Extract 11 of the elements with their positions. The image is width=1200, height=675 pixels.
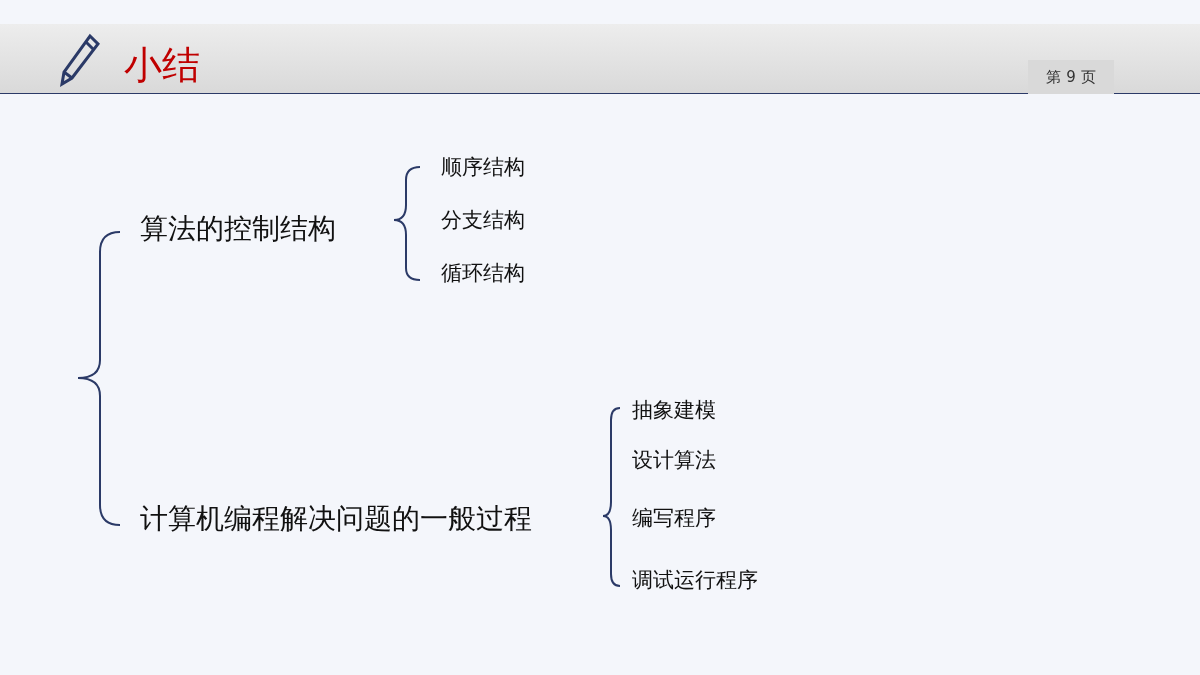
topic-heading: 算法的控制结构 bbox=[140, 211, 336, 247]
subtopic-text: 顺序结构 bbox=[441, 154, 525, 181]
subtopic-text: 调试运行程序 bbox=[632, 567, 758, 594]
slide-title: 小结 bbox=[124, 42, 200, 89]
subtopic-text: 分支结构 bbox=[441, 207, 525, 234]
topic-heading: 计算机编程解决问题的一般过程 bbox=[140, 501, 532, 537]
subtopic-text: 抽象建模 bbox=[632, 397, 716, 424]
subtopic-text: 循环结构 bbox=[441, 260, 525, 287]
page-number: 第 9 页 bbox=[1028, 60, 1114, 94]
subtopic-text: 设计算法 bbox=[632, 447, 716, 474]
subtopic-text: 编写程序 bbox=[632, 505, 716, 532]
